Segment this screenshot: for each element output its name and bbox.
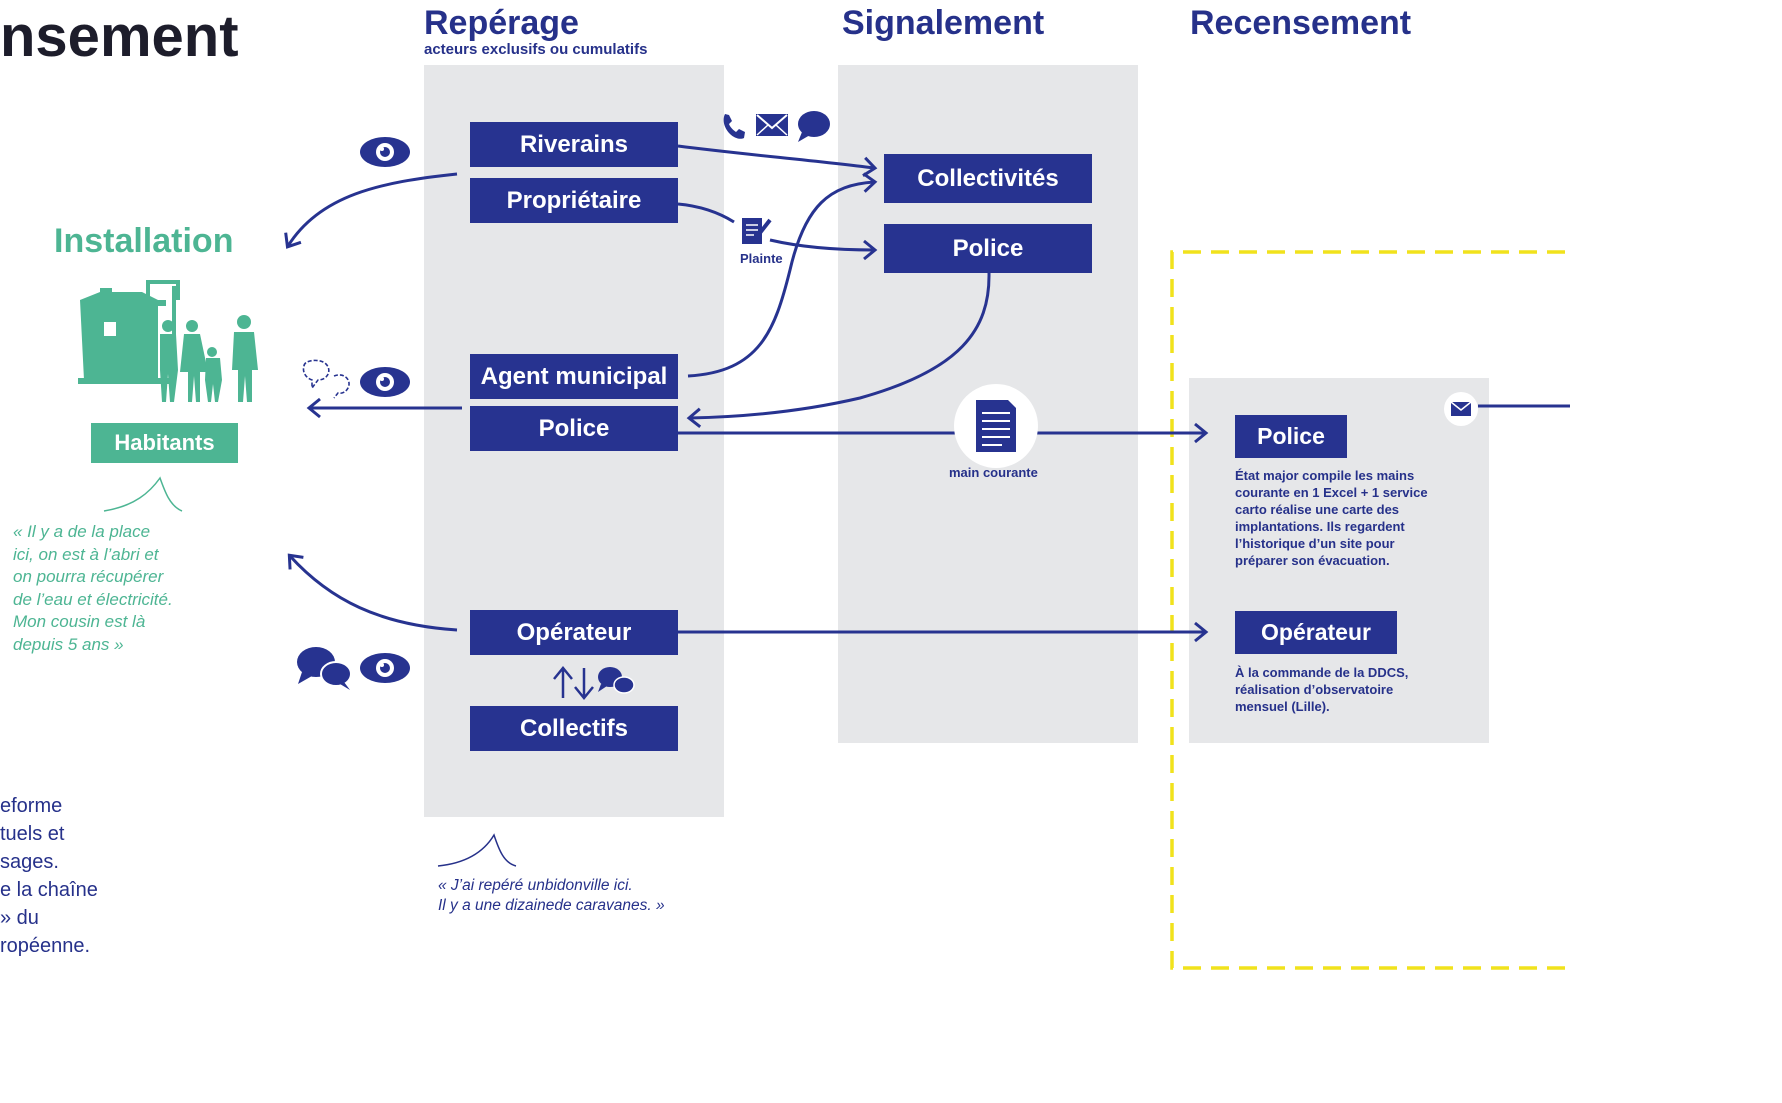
- plainte-label: Plainte: [740, 251, 783, 266]
- arrow-agent-to-collectivites: [687, 172, 878, 378]
- document-pen-icon: [742, 218, 772, 244]
- collectivites-box: Collectivités: [884, 154, 1092, 203]
- arrow-plainte-to-police: [769, 238, 878, 261]
- envelope-icon: [756, 114, 788, 136]
- eye-icon: [360, 653, 410, 683]
- operateur-recensement-desc: À la commande de la DDCS, réalisation d’…: [1235, 665, 1409, 714]
- envelope-icon: [1444, 392, 1478, 426]
- operateur-recensement-box: Opérateur: [1235, 611, 1397, 654]
- riverains-box: Riverains: [470, 122, 678, 167]
- arrow-proprietaire-to-plainte: [677, 202, 735, 224]
- phone-icon: [723, 114, 745, 139]
- police-recensement-desc: État major compile les mains courante en…: [1235, 468, 1428, 568]
- police-reperage-box: Police: [470, 406, 678, 451]
- habitants-quote-pointer: [103, 476, 183, 512]
- reperage-subheading: acteurs exclusifs ou cumulatifs: [424, 41, 648, 58]
- eye-icon: [360, 137, 410, 167]
- habitants-label: Habitants: [91, 423, 238, 463]
- chat-bubbles-icon: [297, 647, 352, 690]
- document-icon: [954, 384, 1038, 468]
- eye-icon: [360, 367, 410, 397]
- arrow-operateur-to-installation: [287, 553, 458, 632]
- police-signalement-box: Police: [884, 224, 1092, 273]
- reperage-heading: Repérage: [424, 4, 579, 42]
- collectifs-box: Collectifs: [470, 706, 678, 751]
- recensement-dashed-frame: [1170, 250, 1565, 970]
- reperage-quote-pointer: [437, 833, 517, 867]
- installation-title: Installation: [54, 222, 234, 260]
- signalement-heading: Signalement: [842, 4, 1045, 42]
- reperage-quote: « J’ai repéré unbidonville ici. Il y a u…: [438, 877, 665, 914]
- recensement-heading: Recensement: [1190, 4, 1412, 42]
- settlement-illustration: [78, 280, 258, 402]
- proprietaire-box: Propriétaire: [470, 178, 678, 223]
- main-courante-label: main courante: [949, 465, 1038, 480]
- police-recensement-box: Police: [1235, 415, 1347, 458]
- chat-outline-icon: [302, 359, 350, 399]
- agent-municipal-box: Agent municipal: [470, 354, 678, 399]
- speech-bubble-icon: [798, 111, 830, 142]
- operateur-box: Opérateur: [470, 610, 678, 655]
- left-paragraph: eforme tuels et sages. e la chaîne » du …: [0, 795, 98, 957]
- page-title-fragment: nsement: [0, 4, 239, 69]
- arrow-police-signalement-to-police-reperage: [686, 272, 991, 428]
- chat-bubbles-icon: [598, 667, 635, 694]
- habitants-quote: « Il y a de la place ici, on est à l’abr…: [13, 522, 173, 654]
- arrow-reperage-to-installation-top: [284, 172, 458, 249]
- up-down-arrows-icon: [553, 666, 594, 700]
- arrow-riverains-to-collectivites: [677, 144, 878, 177]
